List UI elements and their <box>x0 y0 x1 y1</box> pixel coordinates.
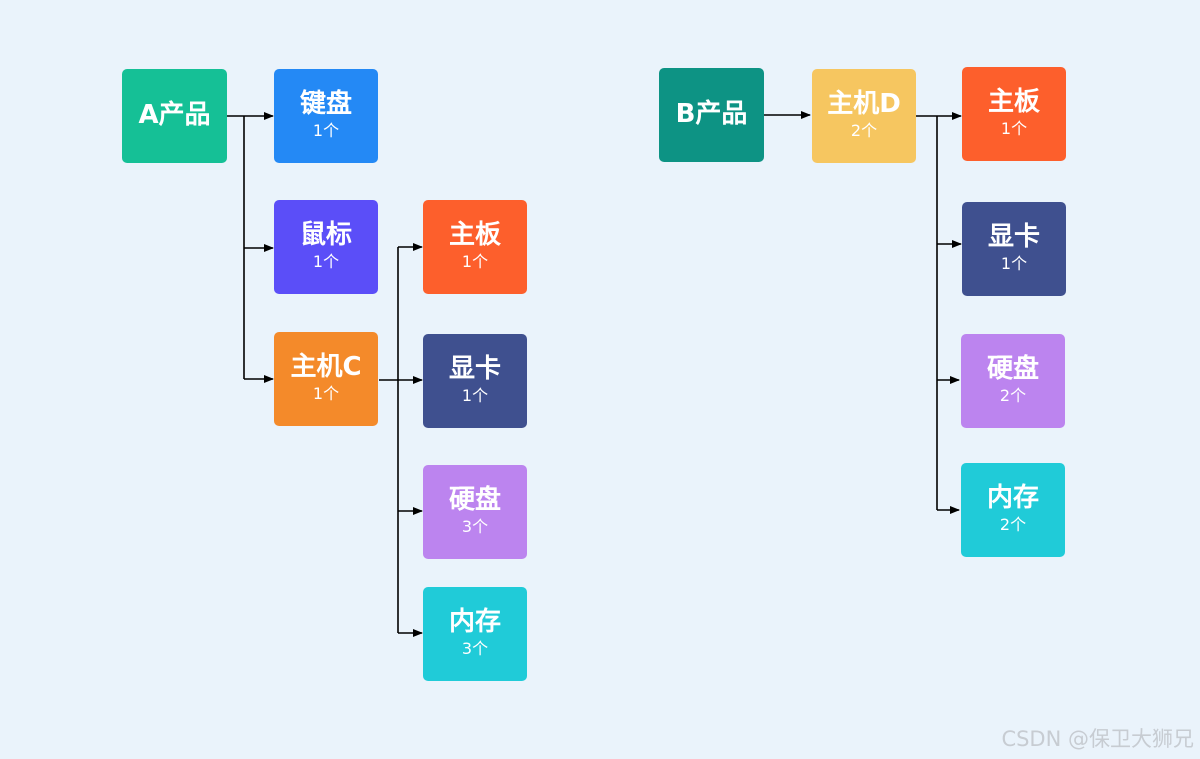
node-quantity: 2个 <box>999 386 1027 405</box>
node-label: 主板 <box>448 220 501 250</box>
node-label: 主机C <box>290 352 362 382</box>
node-quantity: 1个 <box>312 384 340 403</box>
node-label: 键盘 <box>299 89 352 119</box>
node-quantity: 2个 <box>999 515 1027 534</box>
node-label: 显卡 <box>987 222 1040 252</box>
watermark: CSDN @保卫大狮兄 <box>1001 727 1194 751</box>
node-quantity: 1个 <box>461 386 489 405</box>
node-keyboard: 键盘 1个 <box>274 69 378 163</box>
node-label: 主板 <box>987 87 1040 117</box>
node-quantity: 2个 <box>850 121 878 140</box>
node-c-motherboard: 主板 1个 <box>423 200 527 294</box>
node-d-gpu: 显卡 1个 <box>962 202 1066 296</box>
node-c-disk: 硬盘 3个 <box>423 465 527 559</box>
node-host-c: 主机C 1个 <box>274 332 378 426</box>
node-label: 硬盘 <box>986 354 1039 384</box>
node-d-memory: 内存 2个 <box>961 463 1065 557</box>
node-product-b: B产品 <box>659 68 764 162</box>
node-quantity: 3个 <box>461 639 489 658</box>
node-mouse: 鼠标 1个 <box>274 200 378 294</box>
node-quantity: 1个 <box>1000 254 1028 273</box>
node-quantity: 1个 <box>312 121 340 140</box>
node-quantity: 1个 <box>312 252 340 271</box>
node-label: 硬盘 <box>448 485 501 515</box>
node-label: A产品 <box>138 100 211 130</box>
node-d-disk: 硬盘 2个 <box>961 334 1065 428</box>
node-label: 主机D <box>827 89 901 119</box>
node-quantity: 3个 <box>461 517 489 536</box>
node-quantity: 1个 <box>461 252 489 271</box>
node-c-gpu: 显卡 1个 <box>423 334 527 428</box>
node-c-memory: 内存 3个 <box>423 587 527 681</box>
node-label: 内存 <box>448 607 501 637</box>
node-product-a: A产品 <box>122 69 227 163</box>
node-label: 内存 <box>986 483 1039 513</box>
node-label: B产品 <box>675 99 748 129</box>
node-d-motherboard: 主板 1个 <box>962 67 1066 161</box>
node-label: 显卡 <box>448 354 501 384</box>
node-quantity: 1个 <box>1000 119 1028 138</box>
node-label: 鼠标 <box>299 220 352 250</box>
node-host-d: 主机D 2个 <box>812 69 916 163</box>
